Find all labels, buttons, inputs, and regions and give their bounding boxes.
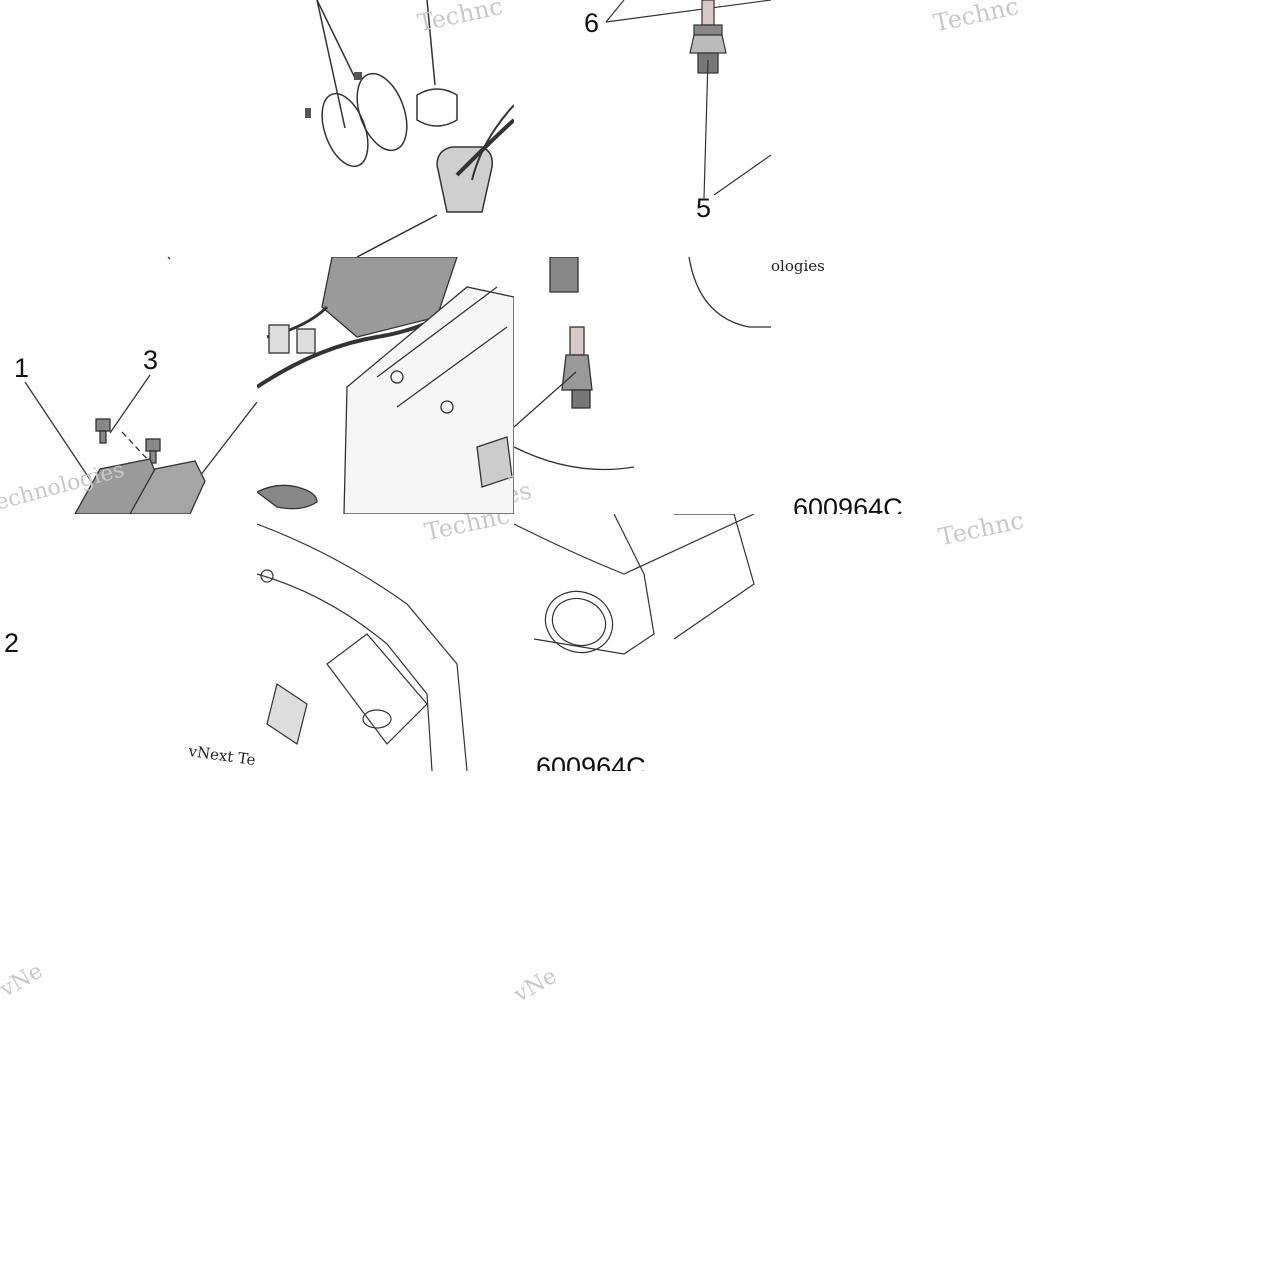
diagram-tile-watermark-c: vNe — [0, 771, 257, 1028]
cable-ties-drawing — [305, 0, 514, 257]
watermark-fragment: ologies — [771, 257, 825, 275]
part-number: 600964C — [536, 752, 646, 772]
diagram-tile-label: 600964C ologies — [771, 257, 1028, 514]
diagram-tile-plug-side: ologies — [514, 257, 771, 514]
spark-plug-drawing — [605, 0, 771, 199]
diagram-tile-watermark-d: vNe — [514, 771, 771, 1028]
diagram-tile-watermark-a: Technc — [771, 0, 1028, 257]
callout-6: 6 — [584, 8, 600, 38]
diagram-tile-airbox: Technc — [257, 514, 514, 771]
diagram-tile-callout-2: 2 vNext Te — [0, 514, 257, 771]
throttle-body-drawing — [514, 514, 755, 655]
diagram-tile-clips: Technc — [257, 0, 514, 257]
watermark-fragment: vNe — [0, 958, 48, 1003]
part-number-fragment: 600964C — [793, 493, 903, 515]
callout-3: 3 — [143, 345, 159, 375]
diagram-tile-harness: 4 vNext Te Technologies — [257, 257, 514, 514]
airbox-drawing — [257, 523, 468, 771]
watermark-fragment: Technc — [931, 0, 1022, 38]
wire-harness-drawing — [257, 257, 514, 514]
diagram-tile-throttle: 600964C — [514, 514, 771, 771]
callout-7: 7 — [42, 257, 57, 262]
watermark-fragment: vNext Te — [771, 744, 772, 771]
watermark-fragment: Technc — [936, 514, 1027, 552]
callout-1: 1 — [14, 353, 30, 383]
diagram-tile-spark-plug: 6 5 — [514, 0, 771, 257]
diagram-tile-watermark-b: Technc vNext Te — [771, 514, 1028, 771]
callout-2: 2 — [4, 628, 20, 658]
diagram-tile-coils: 7 1 3 Technologies — [0, 257, 257, 514]
ignition-coils-drawing — [24, 257, 257, 514]
watermark-fragment: vNe — [514, 963, 562, 1008]
spark-plug-side-drawing — [514, 257, 771, 471]
callout-5: 5 — [696, 193, 712, 223]
watermark-fragment: vNext Te — [187, 742, 257, 770]
